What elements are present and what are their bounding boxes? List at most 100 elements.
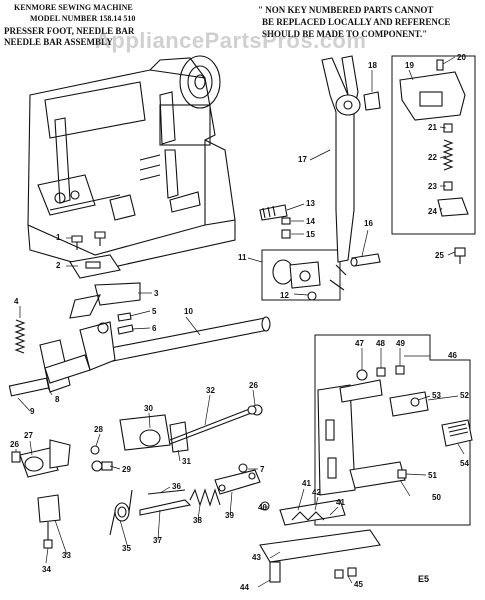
callout-50: 50 [432,493,441,502]
part-39-link [214,469,261,495]
part-2-plate [69,254,121,279]
callout-31: 31 [182,457,191,466]
callout-25: 25 [435,251,444,260]
callout-5: 5 [152,307,157,316]
callout-36: 36 [172,482,181,491]
callout-41: 41 [336,498,345,507]
part-3-bracket [69,282,141,319]
callout-44: 44 [240,583,249,592]
part-47-49-hardware [356,365,405,381]
part-5-6-pins [117,312,134,335]
part-17-long-lever [321,55,361,291]
part-51-screw [397,469,407,479]
callout-29: 29 [122,465,131,474]
section-title-line-1: PRESSER FOOT, NEEDLE BAR [4,26,135,36]
part-20-screw [436,59,444,71]
part-54-knob [441,419,473,447]
callout-51: 51 [428,471,437,480]
callout-3: 3 [154,289,159,298]
callout-49: 49 [396,339,405,348]
part-25-screw [454,247,466,264]
part-27-clamp [19,439,71,478]
part-40-45-base [259,499,381,583]
callout-10: 10 [184,307,193,316]
page-code: E5 [418,574,429,584]
notice-line-1: " NON KEY NUMBERED PARTS CANNOT [258,5,434,15]
part-19-housing [399,71,466,121]
callout-26: 26 [10,440,19,449]
part-50-plate [317,379,406,496]
callout-2: 2 [56,261,61,270]
part-32-shaft [169,405,257,445]
callout-7: 7 [260,465,265,474]
part-1-screws [71,231,106,250]
callout-45: 45 [354,580,363,589]
brand-line: KENMORE SEWING MACHINE [14,3,133,12]
callout-27: 27 [24,431,33,440]
callout-34: 34 [42,565,51,574]
part-11-12-clamp [272,259,321,301]
part-8-lever [8,321,116,397]
machine-head-illustration [27,55,236,271]
part-11-box [261,249,341,301]
callout-39: 39 [225,511,234,520]
callout-53: 53 [432,391,441,400]
callout-40: 40 [258,503,267,512]
watermark: AppliancePartsPros.com [95,28,367,53]
parts-19-25-box [391,55,476,235]
callout-20: 20 [457,53,466,62]
part-33-34-bracket [37,494,61,549]
callout-9: 9 [30,407,35,416]
callout-1: 1 [56,233,61,242]
part-26-screw-left [11,451,21,463]
model-line: MODEL NUMBER 158.14 510 [30,14,136,23]
part-16-pin [350,253,381,267]
callout-23: 23 [428,182,437,191]
callout-17: 17 [298,155,307,164]
callout-18: 18 [368,61,377,70]
part-30-31-bracket [119,414,189,453]
callout-19: 19 [405,61,414,70]
callout-8: 8 [55,395,60,404]
callout-54: 54 [460,459,469,468]
part-24-plate [437,197,469,217]
callout-38: 38 [193,516,202,525]
part-35-spring [109,489,133,536]
callout-13: 13 [306,199,315,208]
callout-14: 14 [306,217,315,226]
callout-4: 4 [14,297,19,306]
section-title-line-2: NEEDLE BAR ASSEMBLY [4,37,113,47]
callout-28: 28 [94,425,103,434]
callout-46: 46 [448,351,457,360]
callout-32: 32 [206,386,215,395]
callout-26: 26 [249,381,258,390]
notice-line-3: SHOULD BE MADE TO COMPONENT." [262,29,428,39]
callout-43: 43 [252,553,261,562]
callout-12: 12 [280,291,289,300]
callout-41: 41 [302,479,311,488]
callout-52: 52 [460,391,469,400]
part-38-spring [189,488,221,507]
callout-35: 35 [122,544,131,553]
part-22-spring [442,139,454,171]
part-13-15-thumb-screw [259,204,291,239]
callout-33: 33 [62,551,71,560]
callout-24: 24 [428,207,437,216]
callout-16: 16 [364,219,373,228]
part-52-53-lever [389,391,429,417]
callout-15: 15 [306,230,315,239]
part-28-29-washers [90,445,113,472]
leader-lines [15,56,465,588]
part-18 [363,91,381,111]
callout-11: 11 [238,253,247,262]
part-7-clip [238,463,248,473]
callout-21: 21 [428,123,437,132]
callout-48: 48 [376,339,385,348]
part-36-37-pins [139,489,192,516]
callout-47: 47 [355,339,364,348]
callout-42: 42 [312,488,321,497]
part-4-spring [14,319,26,354]
